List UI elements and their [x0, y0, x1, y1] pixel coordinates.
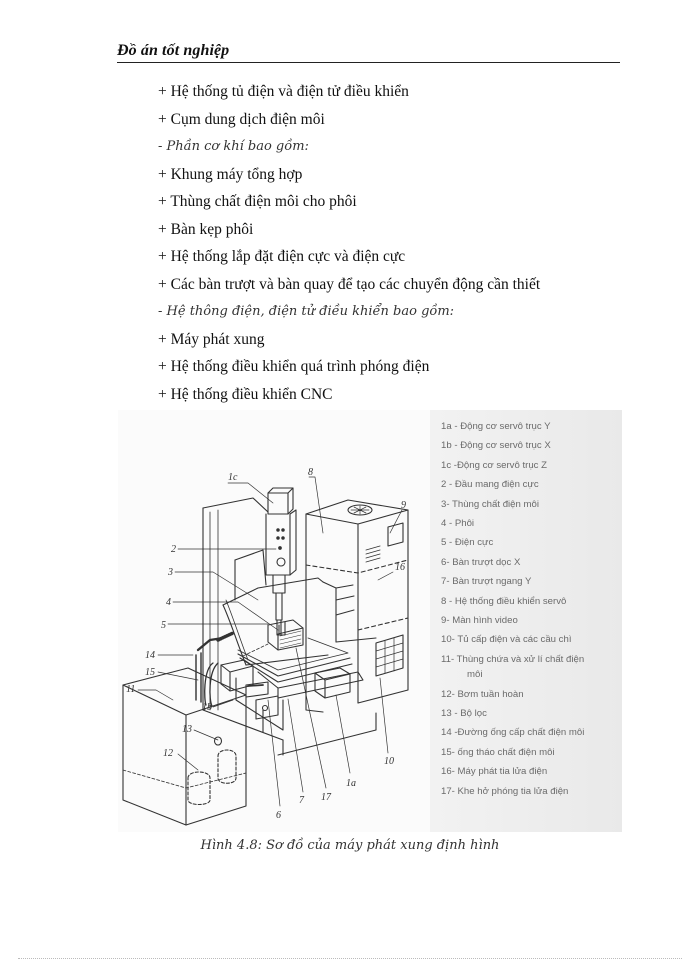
- legend-item: 1b - Động cơ servô trục X: [441, 440, 551, 452]
- legend-item: 15- ống tháo chất điện môi: [441, 746, 555, 758]
- svg-text:3: 3: [167, 567, 173, 578]
- svg-text:2: 2: [171, 544, 176, 555]
- legend-item: 12- Bơm tuần hoàn: [441, 688, 524, 700]
- legend-item-continuation: môi: [467, 668, 483, 680]
- page-bottom-rule: [18, 958, 682, 959]
- legend-item: 14 -Đường ống cấp chất điện môi: [441, 727, 585, 739]
- machine-frame: [202, 497, 377, 756]
- svg-text:15: 15: [145, 667, 155, 678]
- svg-text:16: 16: [395, 562, 405, 573]
- svg-text:12: 12: [163, 748, 173, 759]
- page-header: Đồ án tốt nghiệp: [117, 40, 620, 63]
- svg-text:8: 8: [308, 467, 313, 478]
- legend-item: 3- Thùng chất điện môi: [441, 498, 539, 510]
- edm-machine-figure: 1c 8 9 2 3 16 4 5 14 15 11 1b 13 12 6 7 …: [118, 410, 622, 832]
- legend-item: 10- Tủ cấp điện và các cầu chì: [441, 634, 572, 646]
- edm-machine-drawing: 1c 8 9 2 3 16 4 5 14 15 11 1b 13 12 6 7 …: [122, 467, 409, 826]
- legend-item: 9- Màn hình video: [441, 614, 518, 626]
- header-title: Đồ án tốt nghiệp: [117, 42, 230, 59]
- svg-text:14: 14: [145, 650, 155, 661]
- control-cabinet: [305, 499, 409, 713]
- svg-text:7: 7: [299, 795, 305, 806]
- svg-text:4: 4: [166, 597, 171, 608]
- legend-item: 2 - Đầu mang điện cực: [441, 479, 539, 491]
- body-line: + Bàn kẹp phôi: [158, 220, 254, 238]
- sump-tank: [122, 667, 247, 826]
- work-table: [235, 619, 364, 733]
- svg-text:9: 9: [401, 500, 406, 511]
- legend-item: 6- Bàn trượt dọc X: [441, 556, 521, 568]
- svg-text:1c: 1c: [228, 472, 238, 483]
- body-line: + Hệ thống điều khiển CNC: [158, 385, 333, 403]
- figure-caption: Hình 4.8: Sơ đồ của máy phát xung định h…: [0, 838, 700, 853]
- section-heading-electrical: - Hệ thông điện, điện tử điều khiển bao …: [158, 304, 455, 319]
- callout-labels: 1c 8 9 2 3 16 4 5 14 15 11 1b 13 12 6 7 …: [126, 467, 406, 821]
- legend-item: 13 - Bộ lọc: [441, 708, 487, 720]
- section-heading-mechanical: - Phần cơ khí bao gồm:: [158, 139, 309, 154]
- body-line: + Cụm dung dịch điện môi: [158, 110, 325, 128]
- z-axis-head: [265, 487, 297, 636]
- servo-motor-y: [314, 667, 351, 699]
- svg-text:11: 11: [126, 684, 135, 695]
- body-line: + Hệ thống lắp đặt điện cực và điện cực: [158, 248, 406, 265]
- leader-lines: [137, 476, 403, 807]
- legend-item: 7- Bàn trượt ngang Y: [441, 576, 532, 588]
- legend-item-text: 11- Thùng chứa và xử lí chất điện: [441, 653, 585, 665]
- legend-item: 1a - Động cơ servô trục Y: [441, 421, 551, 432]
- legend-item: 16- Máy phát tia lửa điện: [441, 766, 548, 778]
- svg-text:5: 5: [161, 620, 166, 631]
- svg-text:6: 6: [276, 810, 281, 821]
- body-line: + Các bàn trượt và bàn quay để tạo các c…: [158, 275, 541, 293]
- figure-legend: 1a - Động cơ servô trục Y 1b - Động cơ s…: [441, 417, 619, 801]
- legend-item: 17- Khe hở phóng tia lửa điện: [441, 785, 569, 797]
- legend-item: 4 - Phôi: [441, 517, 475, 529]
- legend-item: 5 - Điện cực: [441, 537, 494, 549]
- legend-item: 8 - Hệ thống điều khiển servô: [441, 595, 567, 607]
- svg-text:17: 17: [321, 792, 332, 803]
- legend-item: 1c -Động cơ servô trục Z: [441, 459, 547, 471]
- body-line: + Thùng chất điện môi cho phôi: [158, 193, 357, 210]
- body-line: + Máy phát xung: [158, 330, 265, 348]
- body-text: + Hệ thống tủ điện và điện tử điều khiển…: [158, 78, 618, 408]
- body-line: + Hệ thống điều khiển quá trình phóng đi…: [158, 358, 430, 375]
- legend-background: [430, 410, 622, 832]
- dielectric-tank: [222, 549, 377, 666]
- body-line: + Khung máy tổng hợp: [158, 165, 303, 183]
- drawing-background: [118, 410, 430, 832]
- svg-text:1a: 1a: [346, 778, 356, 789]
- servo-motor-x-and-hoses: [195, 631, 279, 720]
- body-line: + Hệ thống tủ điện và điện tử điều khiển: [158, 83, 409, 100]
- svg-text:10: 10: [384, 756, 394, 767]
- legend-item: 11- Thùng chứa và xử lí chất điện môi: [441, 650, 619, 685]
- figure-caption-text: Hình 4.8: Sơ đồ của máy phát xung định h…: [200, 838, 500, 853]
- svg-text:13: 13: [182, 724, 192, 735]
- svg-text:1b: 1b: [202, 702, 212, 713]
